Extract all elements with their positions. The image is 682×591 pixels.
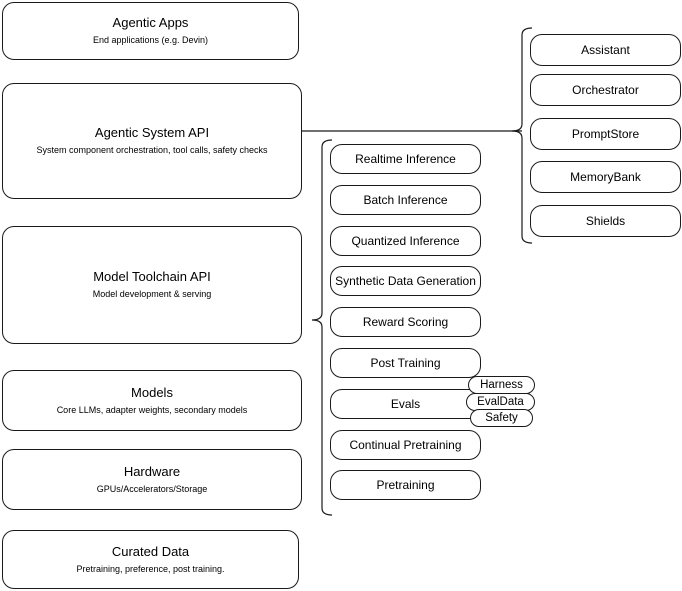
layer-subtitle: Pretraining, preference, post training.: [76, 563, 225, 574]
layer-title: Hardware: [123, 463, 181, 479]
system-assistant[interactable]: Assistant: [530, 34, 681, 66]
component-label: Pretraining: [376, 477, 435, 492]
component-label: Synthetic Data Generation: [335, 273, 476, 288]
system-shields[interactable]: Shields: [530, 205, 681, 237]
system-orchestrator[interactable]: Orchestrator: [530, 74, 681, 106]
toolchain-brace: [311, 139, 333, 516]
toolchain-pretraining[interactable]: Pretraining: [330, 470, 481, 500]
layer-subtitle: GPUs/Accelerators/Storage: [96, 483, 208, 494]
system-memorybank[interactable]: MemoryBank: [530, 161, 681, 193]
layer-subtitle: Model development & serving: [92, 289, 212, 299]
system-promptstore[interactable]: PromptStore: [530, 118, 681, 150]
evals-sub-label: Harness: [480, 378, 523, 391]
layer-title: Curated Data: [111, 543, 190, 559]
component-label: PromptStore: [571, 126, 640, 141]
layer-title: Model Toolchain API: [93, 269, 211, 284]
layer-title: Models: [131, 384, 173, 400]
layer-subtitle: Core LLMs, adapter weights, secondary mo…: [56, 404, 248, 415]
component-label: Post Training: [370, 355, 441, 370]
toolchain-batch-inference[interactable]: Batch Inference: [330, 185, 481, 215]
toolchain-continual-pretraining[interactable]: Continual Pretraining: [330, 430, 481, 460]
component-label: Orchestrator: [572, 82, 639, 97]
system-components-brace: [511, 27, 533, 244]
toolchain-post-training[interactable]: Post Training: [330, 348, 481, 378]
component-label: Reward Scoring: [362, 314, 449, 329]
component-label: Batch Inference: [363, 192, 448, 207]
evals-sub-label: EvalData: [477, 395, 524, 408]
component-label: MemoryBank: [570, 169, 641, 184]
layer-title: Agentic System API: [94, 125, 210, 140]
toolchain-realtime-inference[interactable]: Realtime Inference: [330, 144, 481, 174]
toolchain-quantized-inference[interactable]: Quantized Inference: [330, 226, 481, 256]
component-label: Assistant: [581, 42, 630, 57]
layer-agentic-system-api[interactable]: Agentic System API System component orche…: [2, 83, 302, 199]
toolchain-evals[interactable]: Evals: [330, 389, 481, 419]
component-label: Continual Pretraining: [349, 437, 462, 452]
evals-sub-harness[interactable]: Harness: [468, 376, 535, 394]
toolchain-reward-scoring[interactable]: Reward Scoring: [330, 307, 481, 337]
component-label: Evals: [390, 396, 421, 411]
evals-sub-safety[interactable]: Safety: [470, 409, 533, 427]
component-label: Realtime Inference: [355, 151, 456, 166]
layer-model-toolchain-api[interactable]: Model Toolchain API Model development & s…: [2, 226, 302, 344]
layer-title: Agentic Apps: [112, 15, 189, 30]
layer-subtitle: End applications (e.g. Devin): [92, 35, 209, 45]
component-label: Shields: [585, 213, 626, 228]
evals-sub-label: Safety: [485, 411, 518, 424]
layer-subtitle: System component orchestration, tool cal…: [36, 145, 268, 155]
toolchain-synthetic-data-generation[interactable]: Synthetic Data Generation: [330, 266, 481, 296]
component-label: Quantized Inference: [351, 233, 460, 248]
